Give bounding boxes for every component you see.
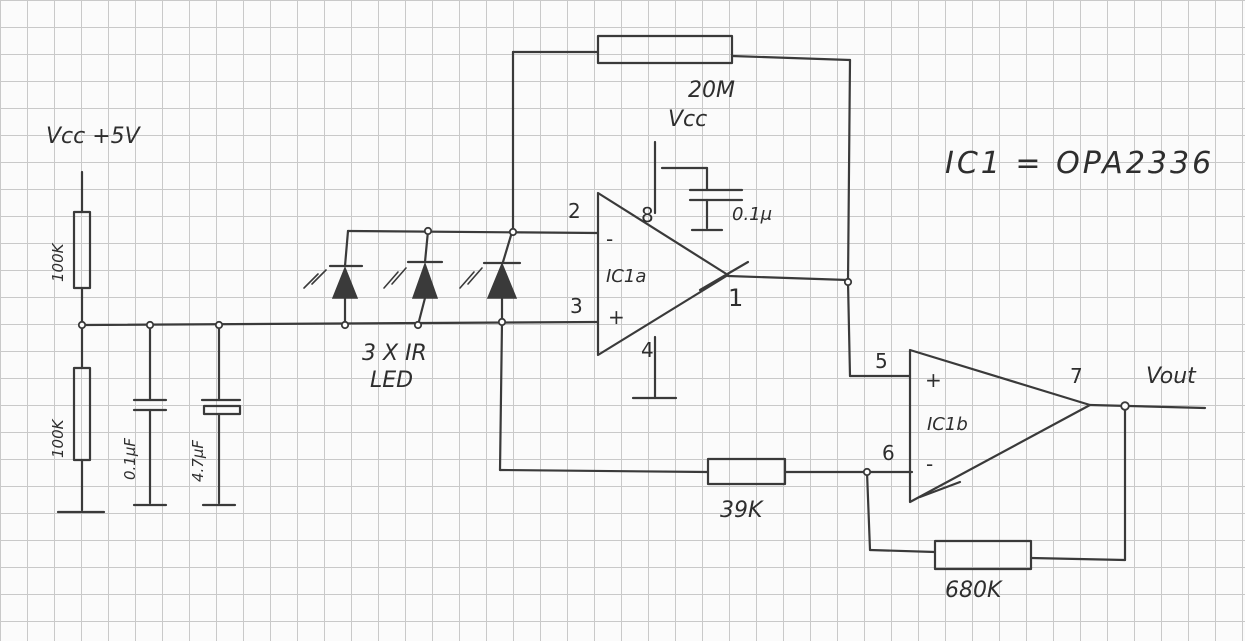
opamp-ic1a [596,140,750,400]
resistor-39k-path [498,320,914,486]
pin-8: 8 [641,203,654,227]
pin-4: 4 [641,338,654,362]
voltage-divider [56,170,106,514]
resistor-20m-label: 20M [688,78,735,103]
resistor-100k-bottom-label: 100K [49,418,67,458]
ic-part-note: IC1 = OPA2336 [945,146,1214,181]
output-label: Vout [1146,364,1197,389]
ir-led-1 [303,229,364,327]
resistor-100k-top-label: 100K [49,242,67,282]
pin-2: 2 [568,199,581,223]
feedback-loop-20m [511,34,852,284]
led-type-label: LED [370,368,413,393]
ir-led-3 [459,230,522,324]
resistor-100k-bottom [72,366,92,462]
feedback-loop-680k [865,404,1127,571]
decoupling-cap-label: 0.1μ [732,204,772,225]
capacitor-4.7uf [200,323,242,507]
pin-1: 1 [728,284,743,312]
pin-6: 6 [882,441,895,465]
capacitor-4.7uf-label: 4.7μF [189,440,207,482]
resistor-20m [596,34,734,65]
opamp-ic1b-label: IC1b [927,414,968,435]
ic1b-minus-sign: - [926,452,933,476]
resistor-39k [706,457,787,486]
bias-rail [80,320,600,327]
led-count-label: 3 X IR [362,341,427,366]
supply-label: Vcc +5V [46,124,142,149]
output-line [1088,403,1207,410]
ic1a-plus-sign: + [608,305,625,329]
ic1a-minus-sign: - [606,227,613,251]
resistor-680k-label: 680K [945,578,1003,603]
cathode-rail [346,229,600,235]
resistor-39k-label: 39K [720,498,764,523]
pin-3: 3 [570,294,583,318]
capacitor-0.1uf-label: 0.1μF [121,438,139,480]
capacitor-0.1uf [132,323,168,507]
resistor-100k-top [72,210,92,290]
opamp-ic1a-label: IC1a [606,266,646,287]
resistor-680k [933,539,1033,571]
opamp-ic1b [908,348,1092,504]
ir-led-2 [383,229,444,327]
vcc-label: Vcc [668,107,707,132]
ic1b-plus-sign: + [925,368,942,392]
pin-5: 5 [875,349,888,373]
pin-7: 7 [1070,364,1083,388]
